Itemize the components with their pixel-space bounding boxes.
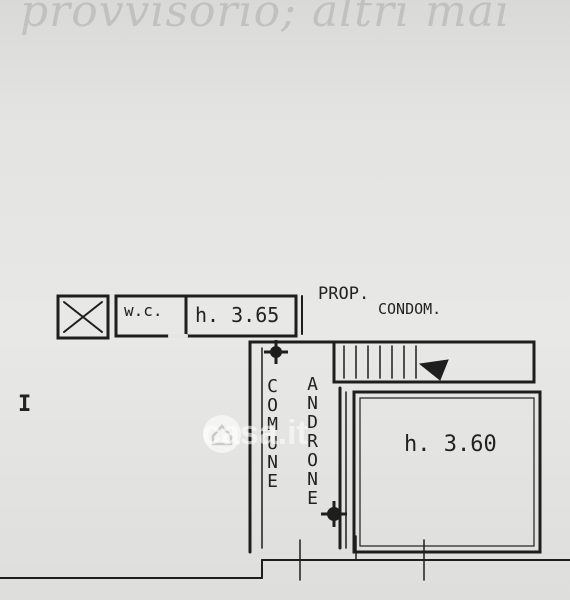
- margin-mark: I: [18, 392, 32, 417]
- shaft-cross: [63, 301, 103, 333]
- watermark: casa.it: [202, 414, 308, 452]
- label-corridor-right: ANDRONE: [302, 374, 323, 507]
- bleed-through-text: provvisorio; altri mai: [20, 0, 511, 37]
- stair-steps: [343, 345, 417, 379]
- label-condom: CONDOM.: [378, 300, 442, 318]
- light-fixture-icon: [321, 501, 347, 527]
- main-room-inner: [359, 397, 535, 547]
- main-room: [352, 390, 542, 554]
- label-corridor-left: COMUNE: [262, 376, 283, 490]
- label-prop: PROP.: [318, 284, 370, 304]
- label-wc: w.c.: [124, 301, 163, 320]
- watermark-house-icon: [203, 415, 241, 453]
- stair-block: [332, 340, 536, 384]
- light-fixture-icon: [264, 340, 288, 364]
- stair-arrow: [418, 359, 449, 381]
- corridor-wall: [248, 340, 336, 554]
- shaft-box: [56, 294, 110, 340]
- label-height-main: h. 3.60: [404, 432, 497, 457]
- label-height-small: h. 3.65: [195, 303, 280, 327]
